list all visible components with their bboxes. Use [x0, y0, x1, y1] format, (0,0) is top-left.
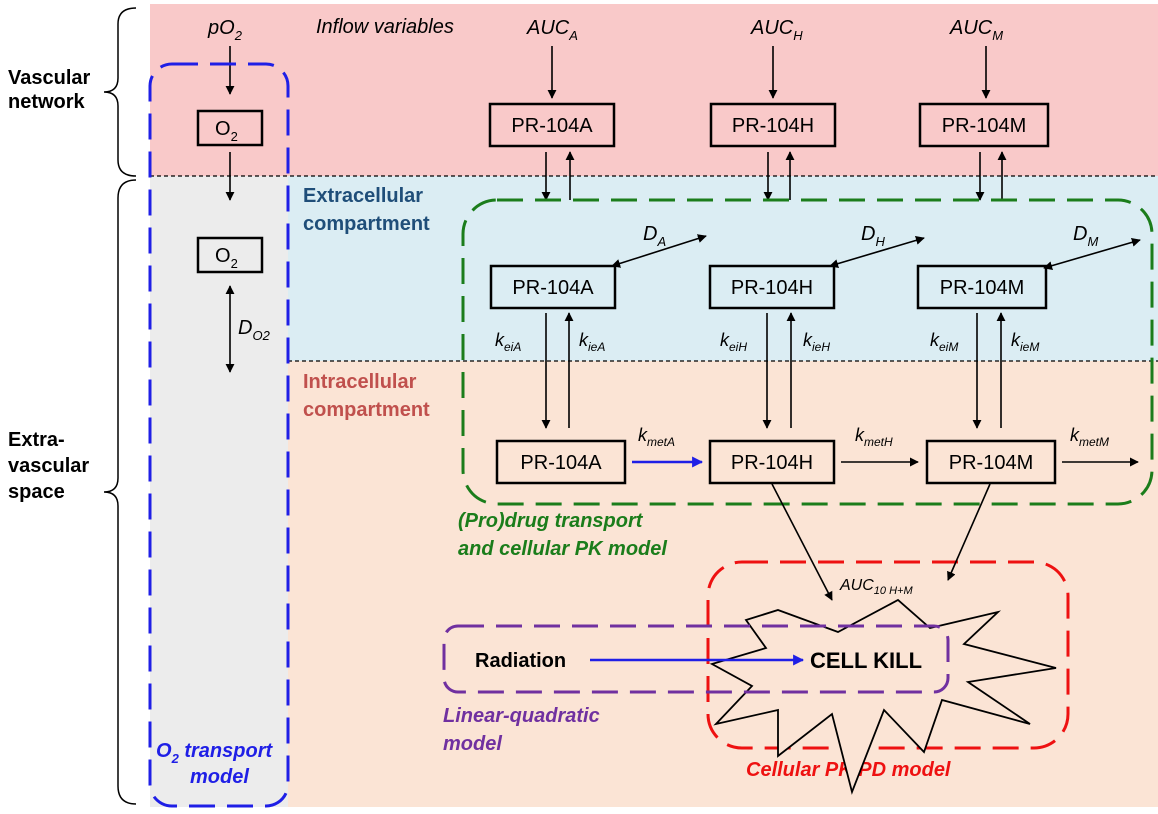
o2-vascular-node: [196, 109, 264, 147]
intracellular-pr104h-node: [708, 439, 836, 485]
h-to-kill-arrow: [771, 483, 833, 601]
o2-transport-model-boundary: [148, 62, 290, 808]
intracellular-compartment-label: Intracellular compartment: [303, 371, 430, 421]
k-meth-label: kmetH: [855, 425, 893, 449]
extracellular-pr104h-node: [708, 264, 836, 310]
vascular-pr104h-label: PR-104H: [732, 115, 814, 137]
o2-diffusion-label: DO2: [238, 317, 271, 343]
k-eia-label: keiA: [495, 330, 521, 354]
k-ieh-label: kieH: [803, 330, 830, 354]
extracellular-compartment-label: Extracellular compartment: [303, 185, 430, 235]
diffusion-h-arrow: [829, 235, 925, 269]
radiation-label: Radiation: [475, 650, 566, 672]
vascular-pr104a-node: [488, 102, 616, 148]
auc-a-label: AUCA: [526, 17, 578, 43]
extravascular-space-label: Extra- vascular space: [8, 429, 95, 503]
o2-model-caption-line2: model: [190, 766, 249, 788]
intracellular-pr104a-label: PR-104A: [520, 452, 602, 474]
o2-tissue-node: [196, 236, 264, 274]
extravascular-brace: [103, 179, 137, 805]
o2-model-caption-line1: O2 transport: [156, 740, 273, 766]
intracellular-pr104m-node: [925, 439, 1057, 485]
extracellular-pr104m-node: [916, 264, 1048, 310]
extracellular-region: [288, 176, 1158, 361]
extracellular-pr104a-node: [489, 264, 617, 310]
intracellular-pr104h-label: PR-104H: [731, 452, 813, 474]
diffusion-h-label: DH: [861, 223, 885, 249]
extracellular-pr104m-label: PR-104M: [940, 277, 1024, 299]
k-metm-label: kmetM: [1070, 425, 1109, 449]
diffusion-m-label: DM: [1073, 223, 1098, 249]
po2-label: pO2: [207, 17, 243, 43]
o2-column-region: [150, 176, 288, 807]
o2-vascular-label: O2: [215, 118, 238, 144]
k-iea-label: kieA: [579, 330, 605, 354]
m-to-kill-arrow: [947, 483, 991, 581]
diffusion-a-arrow: [611, 234, 707, 268]
auc-m-label: AUCM: [949, 17, 1003, 43]
lq-model-boundary: [442, 624, 950, 694]
k-meta-label: kmetA: [638, 425, 675, 449]
pk-model-boundary: [461, 198, 1154, 506]
vascular-pr104m-label: PR-104M: [942, 115, 1026, 137]
auc-h-label: AUCH: [750, 17, 803, 43]
o2-tissue-label: O2: [215, 245, 238, 271]
auc-kill-label: AUC10 H+M: [839, 577, 913, 597]
pk-model-caption: (Pro)drug transport and cellular PK mode…: [458, 510, 667, 560]
vascular-region: [150, 4, 1158, 176]
diffusion-m-arrow: [1043, 237, 1141, 271]
k-eim-label: keiM: [930, 330, 958, 354]
diffusion-a-label: DA: [643, 223, 666, 249]
vascular-pr104m-node: [918, 102, 1050, 148]
vascular-network-label: Vascular network: [8, 67, 96, 113]
k-iem-label: kieM: [1011, 330, 1039, 354]
pkpd-model-boundary: [706, 560, 1070, 750]
lq-model-caption: Linear-quadratic model: [443, 705, 605, 755]
vascular-pr104h-node: [709, 102, 837, 148]
inflow-variables-label: Inflow variables: [316, 16, 454, 38]
vascular-brace: [103, 7, 137, 177]
intracellular-region: [288, 361, 1158, 807]
extracellular-pr104a-label: PR-104A: [512, 277, 594, 299]
vascular-pr104a-label: PR-104A: [511, 115, 593, 137]
intracellular-pr104m-label: PR-104M: [949, 452, 1033, 474]
intracellular-pr104a-node: [495, 439, 627, 485]
cell-kill-starburst: [709, 598, 1057, 795]
extracellular-pr104h-label: PR-104H: [731, 277, 813, 299]
cell-kill-label: CELL KILL: [810, 648, 922, 673]
k-eih-label: keiH: [720, 330, 747, 354]
